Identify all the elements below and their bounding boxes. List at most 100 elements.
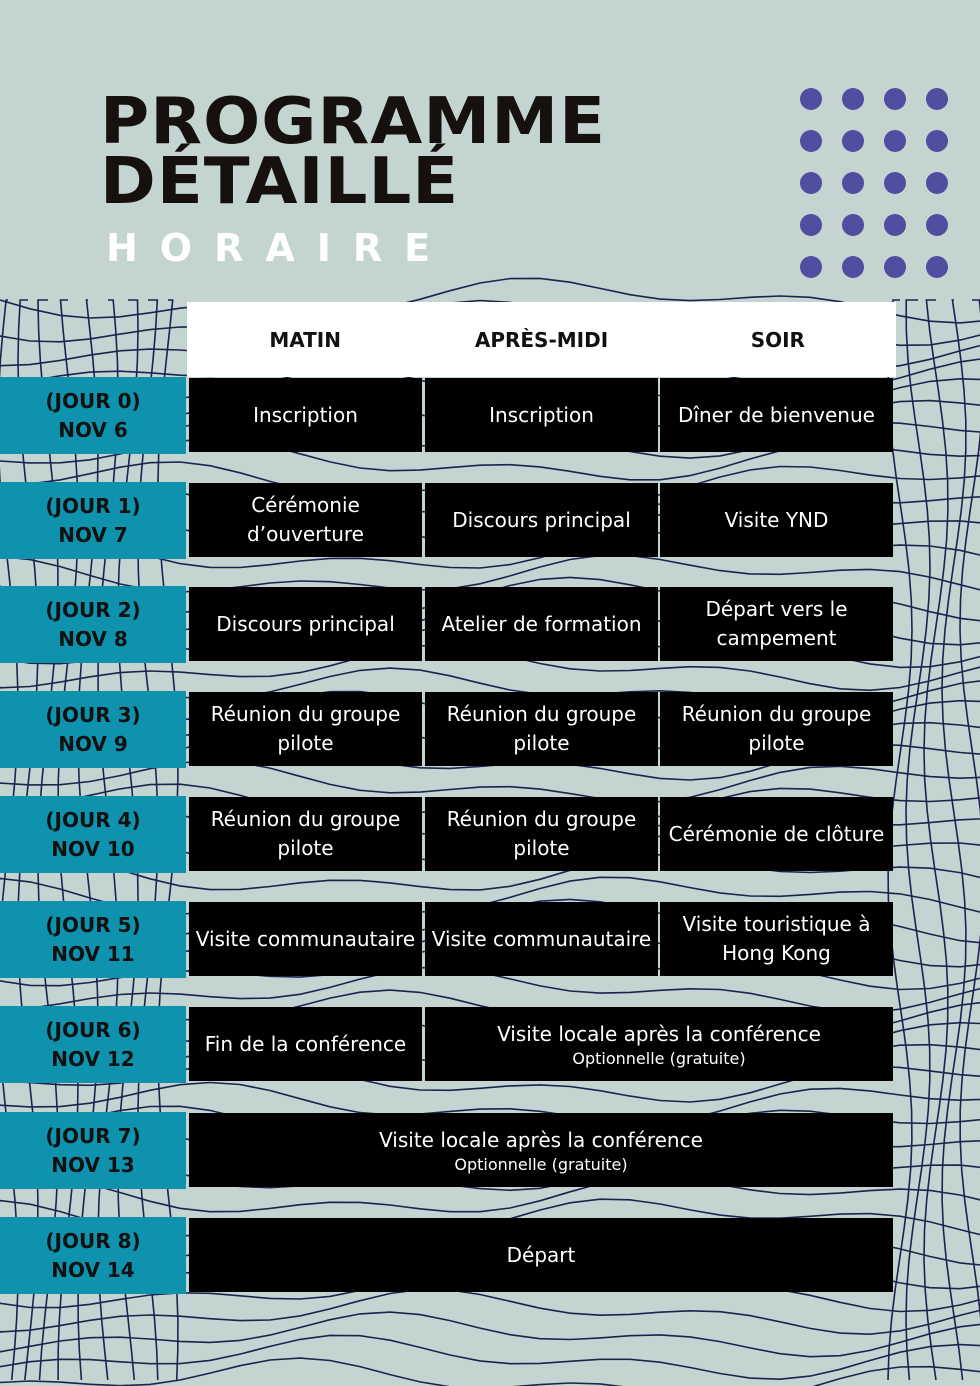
day-number: (JOUR 2): [45, 597, 141, 622]
day-number: (JOUR 1): [45, 493, 141, 518]
day-label: (JOUR 2)NOV 8: [0, 586, 186, 663]
activity-note: Optionnelle (gratuite): [454, 1154, 628, 1174]
day-number: (JOUR 8): [45, 1228, 141, 1253]
dot: [884, 172, 906, 194]
schedule-cell: Réunion du groupe pilote: [660, 692, 893, 766]
day-date: NOV 10: [51, 836, 135, 861]
page-subtitle: HORAIRE: [106, 226, 453, 270]
schedule-cell: Visite YND: [660, 483, 893, 557]
column-header-soir: SOIR: [750, 327, 805, 352]
title-line-1: PROGRAMME: [100, 85, 607, 159]
schedule-cell: Cérémonie d’ouverture: [189, 483, 422, 557]
schedule-cell: Fin de la conférence: [189, 1007, 422, 1081]
activity-text: Inscription: [489, 402, 594, 427]
activity-text: Discours principal: [216, 611, 395, 636]
activity-text: Réunion du groupe pilote: [446, 807, 637, 860]
activity-text: Visite locale après la conférence: [379, 1127, 703, 1152]
schedule-cell: Discours principal: [189, 587, 422, 661]
day-label: (JOUR 8) NOV 14: [0, 1217, 186, 1294]
schedule-cell: Départ: [189, 1218, 893, 1292]
day-date: NOV 14: [51, 1257, 135, 1282]
day-label: (JOUR 0)NOV 6: [0, 377, 186, 454]
schedule-cell: Réunion du groupe pilote: [425, 797, 658, 871]
day-label: (JOUR 5) NOV 11: [0, 901, 186, 978]
contour-line: [959, 299, 980, 1319]
day-number: (JOUR 5): [45, 912, 141, 937]
activity-text: Réunion du groupe pilote: [210, 807, 401, 860]
dot: [926, 130, 948, 152]
contour-line: [0, 759, 980, 803]
day-number: (JOUR 4): [45, 807, 141, 832]
schedule-cell: Réunion du groupe pilote: [425, 692, 658, 766]
contour-line: [0, 1357, 980, 1386]
day-date: NOV 13: [51, 1152, 135, 1177]
dot: [926, 88, 948, 110]
activity-text: Fin de la conférence: [204, 1031, 407, 1056]
schedule-cell: Inscription: [189, 378, 422, 452]
activity-text: Réunion du groupe pilote: [681, 702, 872, 755]
activity-text: Départ: [506, 1242, 576, 1267]
contour-line: [0, 853, 980, 891]
dot: [842, 172, 864, 194]
dot: [800, 214, 822, 236]
title-line-2: DÉTAILLÉ: [100, 145, 460, 219]
contour-line: [0, 277, 980, 324]
activity-text: Visite touristique à Hong Kong: [682, 912, 871, 965]
activity-text: Visite communautaire: [431, 926, 652, 951]
dot: [800, 172, 822, 194]
schedule-cell: Atelier de formation: [425, 587, 658, 661]
day-number: (JOUR 7): [45, 1123, 141, 1148]
activity-text: Discours principal: [452, 507, 631, 532]
schedule-cell: Visite touristique à Hong Kong: [660, 902, 893, 976]
day-label: (JOUR 6)NOV 12: [0, 1006, 186, 1083]
page-title: PROGRAMME DÉTAILLÉ: [100, 90, 606, 214]
schedule-cell: Discours principal: [425, 483, 658, 557]
day-date: NOV 6: [58, 417, 128, 442]
activity-text: Visite locale après la conférence: [497, 1021, 821, 1046]
day-date: NOV 9: [58, 731, 128, 756]
schedule-header-row: MATIN APRÈS-MIDI SOIR: [187, 302, 896, 377]
dot: [926, 172, 948, 194]
dot: [926, 256, 948, 278]
dot: [800, 130, 822, 152]
contour-line: [0, 1311, 980, 1358]
contour-line: [0, 1334, 980, 1381]
activity-text: Dîner de bienvenue: [678, 402, 875, 427]
day-label: (JOUR 7) NOV 13: [0, 1112, 186, 1189]
schedule-cell: Réunion du groupe pilote: [189, 692, 422, 766]
day-date: NOV 7: [58, 522, 128, 547]
contour-line: [905, 299, 931, 1381]
contour-line: [923, 299, 949, 1381]
activity-text: Réunion du groupe pilote: [446, 702, 637, 755]
column-header-apres-midi: APRÈS-MIDI: [474, 327, 609, 352]
schedule-cell: Dîner de bienvenue: [660, 378, 893, 452]
dot: [884, 88, 906, 110]
day-label: (JOUR 4) NOV 10: [0, 796, 186, 873]
schedule-cell: Visite communautaire: [189, 902, 422, 976]
activity-note: Optionnelle (gratuite): [572, 1048, 746, 1068]
activity-text: Cérémonie de clôture: [668, 821, 885, 846]
day-label: (JOUR 1) NOV 7: [0, 482, 186, 559]
contour-line: [0, 1175, 980, 1213]
day-number: (JOUR 6): [45, 1017, 141, 1042]
activity-text: Visite YND: [724, 507, 829, 532]
activity-text: Cérémonie d’ouverture: [247, 493, 364, 546]
schedule-cell: Inscription: [425, 378, 658, 452]
activity-text: Atelier de formation: [441, 611, 642, 636]
dot: [842, 88, 864, 110]
dot: [800, 256, 822, 278]
activity-text: Départ vers le campement: [705, 597, 848, 650]
schedule-cell: Réunion du groupe pilote: [189, 797, 422, 871]
dot: [884, 256, 906, 278]
day-number: (JOUR 3): [45, 702, 141, 727]
contour-line: [941, 299, 967, 1381]
dot: [842, 130, 864, 152]
activity-text: Réunion du groupe pilote: [210, 702, 401, 755]
dot: [842, 256, 864, 278]
dot: [800, 88, 822, 110]
dot: [884, 214, 906, 236]
activity-text: Visite communautaire: [195, 926, 416, 951]
dot: [884, 130, 906, 152]
day-label: (JOUR 3) NOV 9: [0, 691, 186, 768]
day-date: NOV 11: [51, 941, 135, 966]
